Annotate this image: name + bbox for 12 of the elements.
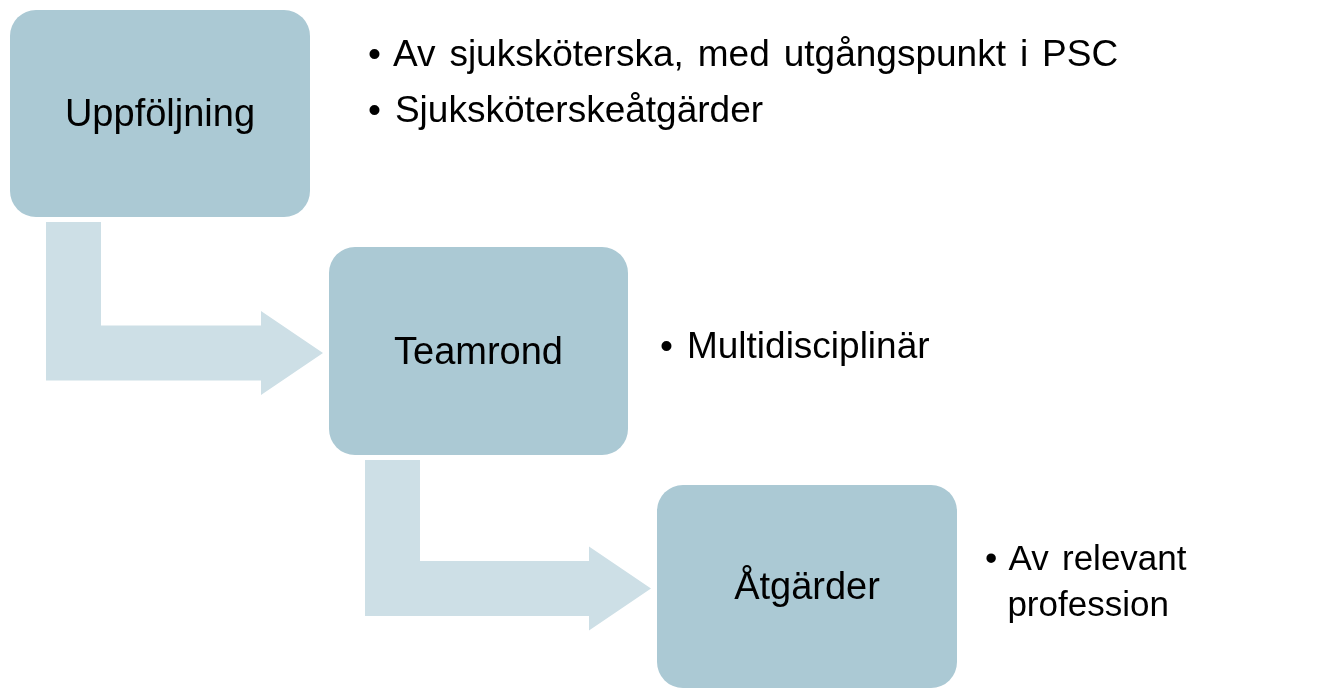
bullet-text: • Av sjuksköterska, med utgångspunkt i PSC — [368, 32, 1120, 76]
bent-arrow — [46, 222, 323, 395]
bullet-text: • Av relevant profession — [985, 537, 1188, 625]
box-title: Uppföljning — [64, 92, 256, 135]
bullet-text: • Sjuksköterskeåtgärder — [368, 88, 765, 133]
process-box — [657, 485, 957, 688]
box-title: Åtgärder — [734, 565, 880, 608]
bullet-text: • Multidisciplinär — [660, 324, 931, 368]
process-box — [329, 247, 628, 455]
process-box — [10, 10, 310, 217]
box-title: Teamrond — [394, 329, 563, 373]
bent-arrow — [365, 460, 651, 631]
